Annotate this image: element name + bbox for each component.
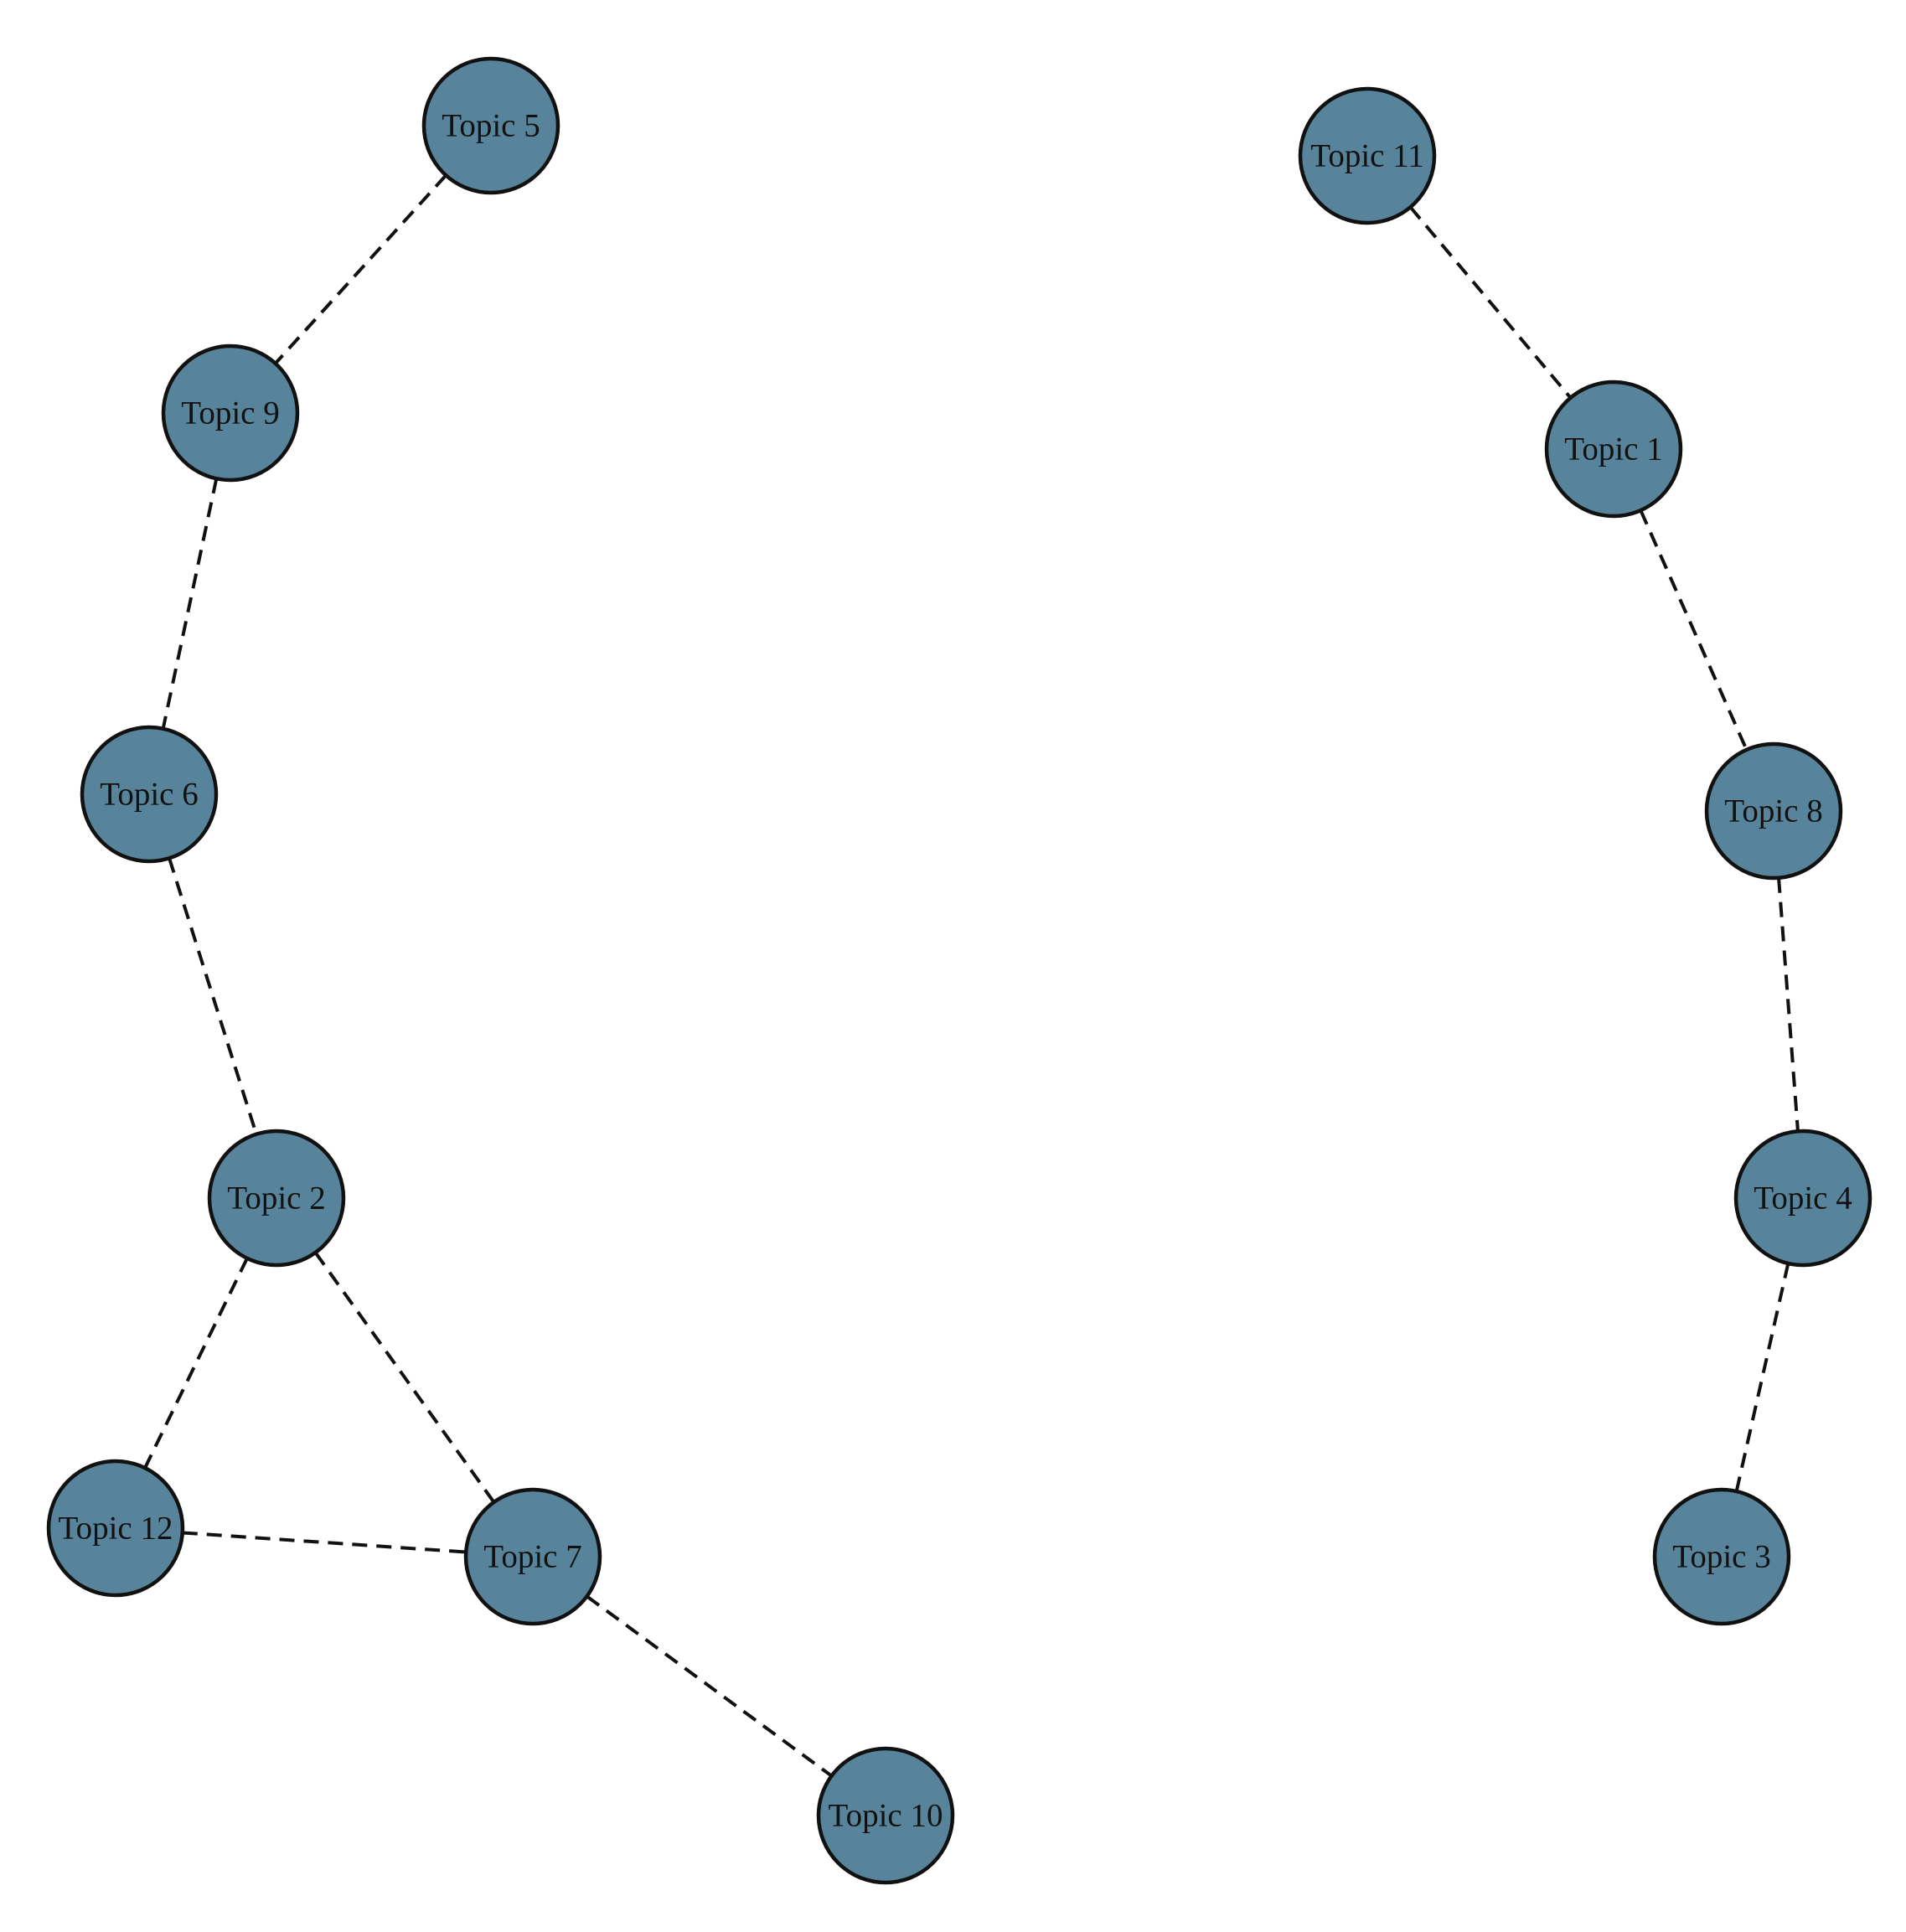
node-t8: Topic 8 bbox=[1704, 741, 1843, 881]
node-circle bbox=[161, 344, 300, 483]
edge-t1-t8 bbox=[1639, 509, 1748, 751]
node-label: Topic 9 bbox=[181, 395, 280, 431]
node-circle bbox=[207, 1129, 346, 1268]
node-t10: Topic 10 bbox=[816, 1746, 955, 1885]
node-label: Topic 3 bbox=[1672, 1539, 1771, 1575]
edge-t8-t4 bbox=[1777, 877, 1800, 1132]
node-label: Topic 10 bbox=[829, 1798, 943, 1834]
node-label: Topic 5 bbox=[442, 108, 540, 144]
node-label: Topic 11 bbox=[1310, 138, 1424, 174]
node-t7: Topic 7 bbox=[463, 1487, 602, 1626]
node-t1: Topic 1 bbox=[1544, 380, 1683, 519]
nodes-layer: Topic 5 Topic 9 Topic 6 Topic 2 Topic 12 Topi… bbox=[46, 56, 1872, 1885]
node-circle bbox=[1544, 380, 1683, 519]
edges-layer bbox=[143, 173, 1800, 1778]
node-label: Topic 1 bbox=[1564, 431, 1663, 468]
node-circle bbox=[46, 1459, 185, 1598]
node-circle bbox=[421, 56, 560, 195]
node-t3: Topic 3 bbox=[1652, 1487, 1791, 1626]
node-t9: Topic 9 bbox=[161, 344, 300, 483]
node-label: Topic 12 bbox=[59, 1511, 173, 1547]
node-t2: Topic 2 bbox=[207, 1129, 346, 1268]
node-circle bbox=[1298, 86, 1437, 225]
node-label: Topic 4 bbox=[1754, 1180, 1852, 1217]
edge-t6-t2 bbox=[168, 857, 258, 1135]
node-circle bbox=[1733, 1129, 1872, 1268]
node-label: Topic 6 bbox=[100, 777, 199, 813]
node-label: Topic 8 bbox=[1724, 793, 1823, 829]
node-t5: Topic 5 bbox=[421, 56, 560, 195]
node-t12: Topic 12 bbox=[46, 1459, 185, 1598]
node-label: Topic 7 bbox=[483, 1539, 582, 1575]
node-circle bbox=[463, 1487, 602, 1626]
edge-t4-t3 bbox=[1734, 1263, 1790, 1492]
node-circle bbox=[80, 725, 219, 864]
edge-t2-t7 bbox=[313, 1251, 496, 1504]
edge-t5-t9 bbox=[274, 173, 447, 365]
edge-t11-t1 bbox=[1408, 205, 1573, 400]
edge-t12-t7 bbox=[182, 1531, 467, 1554]
node-t4: Topic 4 bbox=[1733, 1129, 1872, 1268]
node-circle bbox=[1652, 1487, 1791, 1626]
edge-t2-t12 bbox=[143, 1258, 249, 1469]
node-t11: Topic 11 bbox=[1298, 86, 1437, 225]
edge-t9-t6 bbox=[161, 478, 219, 730]
node-label: Topic 2 bbox=[227, 1180, 326, 1217]
node-t6: Topic 6 bbox=[80, 725, 219, 864]
node-circle bbox=[1704, 741, 1843, 881]
node-circle bbox=[816, 1746, 955, 1885]
edge-t7-t10 bbox=[586, 1594, 833, 1778]
